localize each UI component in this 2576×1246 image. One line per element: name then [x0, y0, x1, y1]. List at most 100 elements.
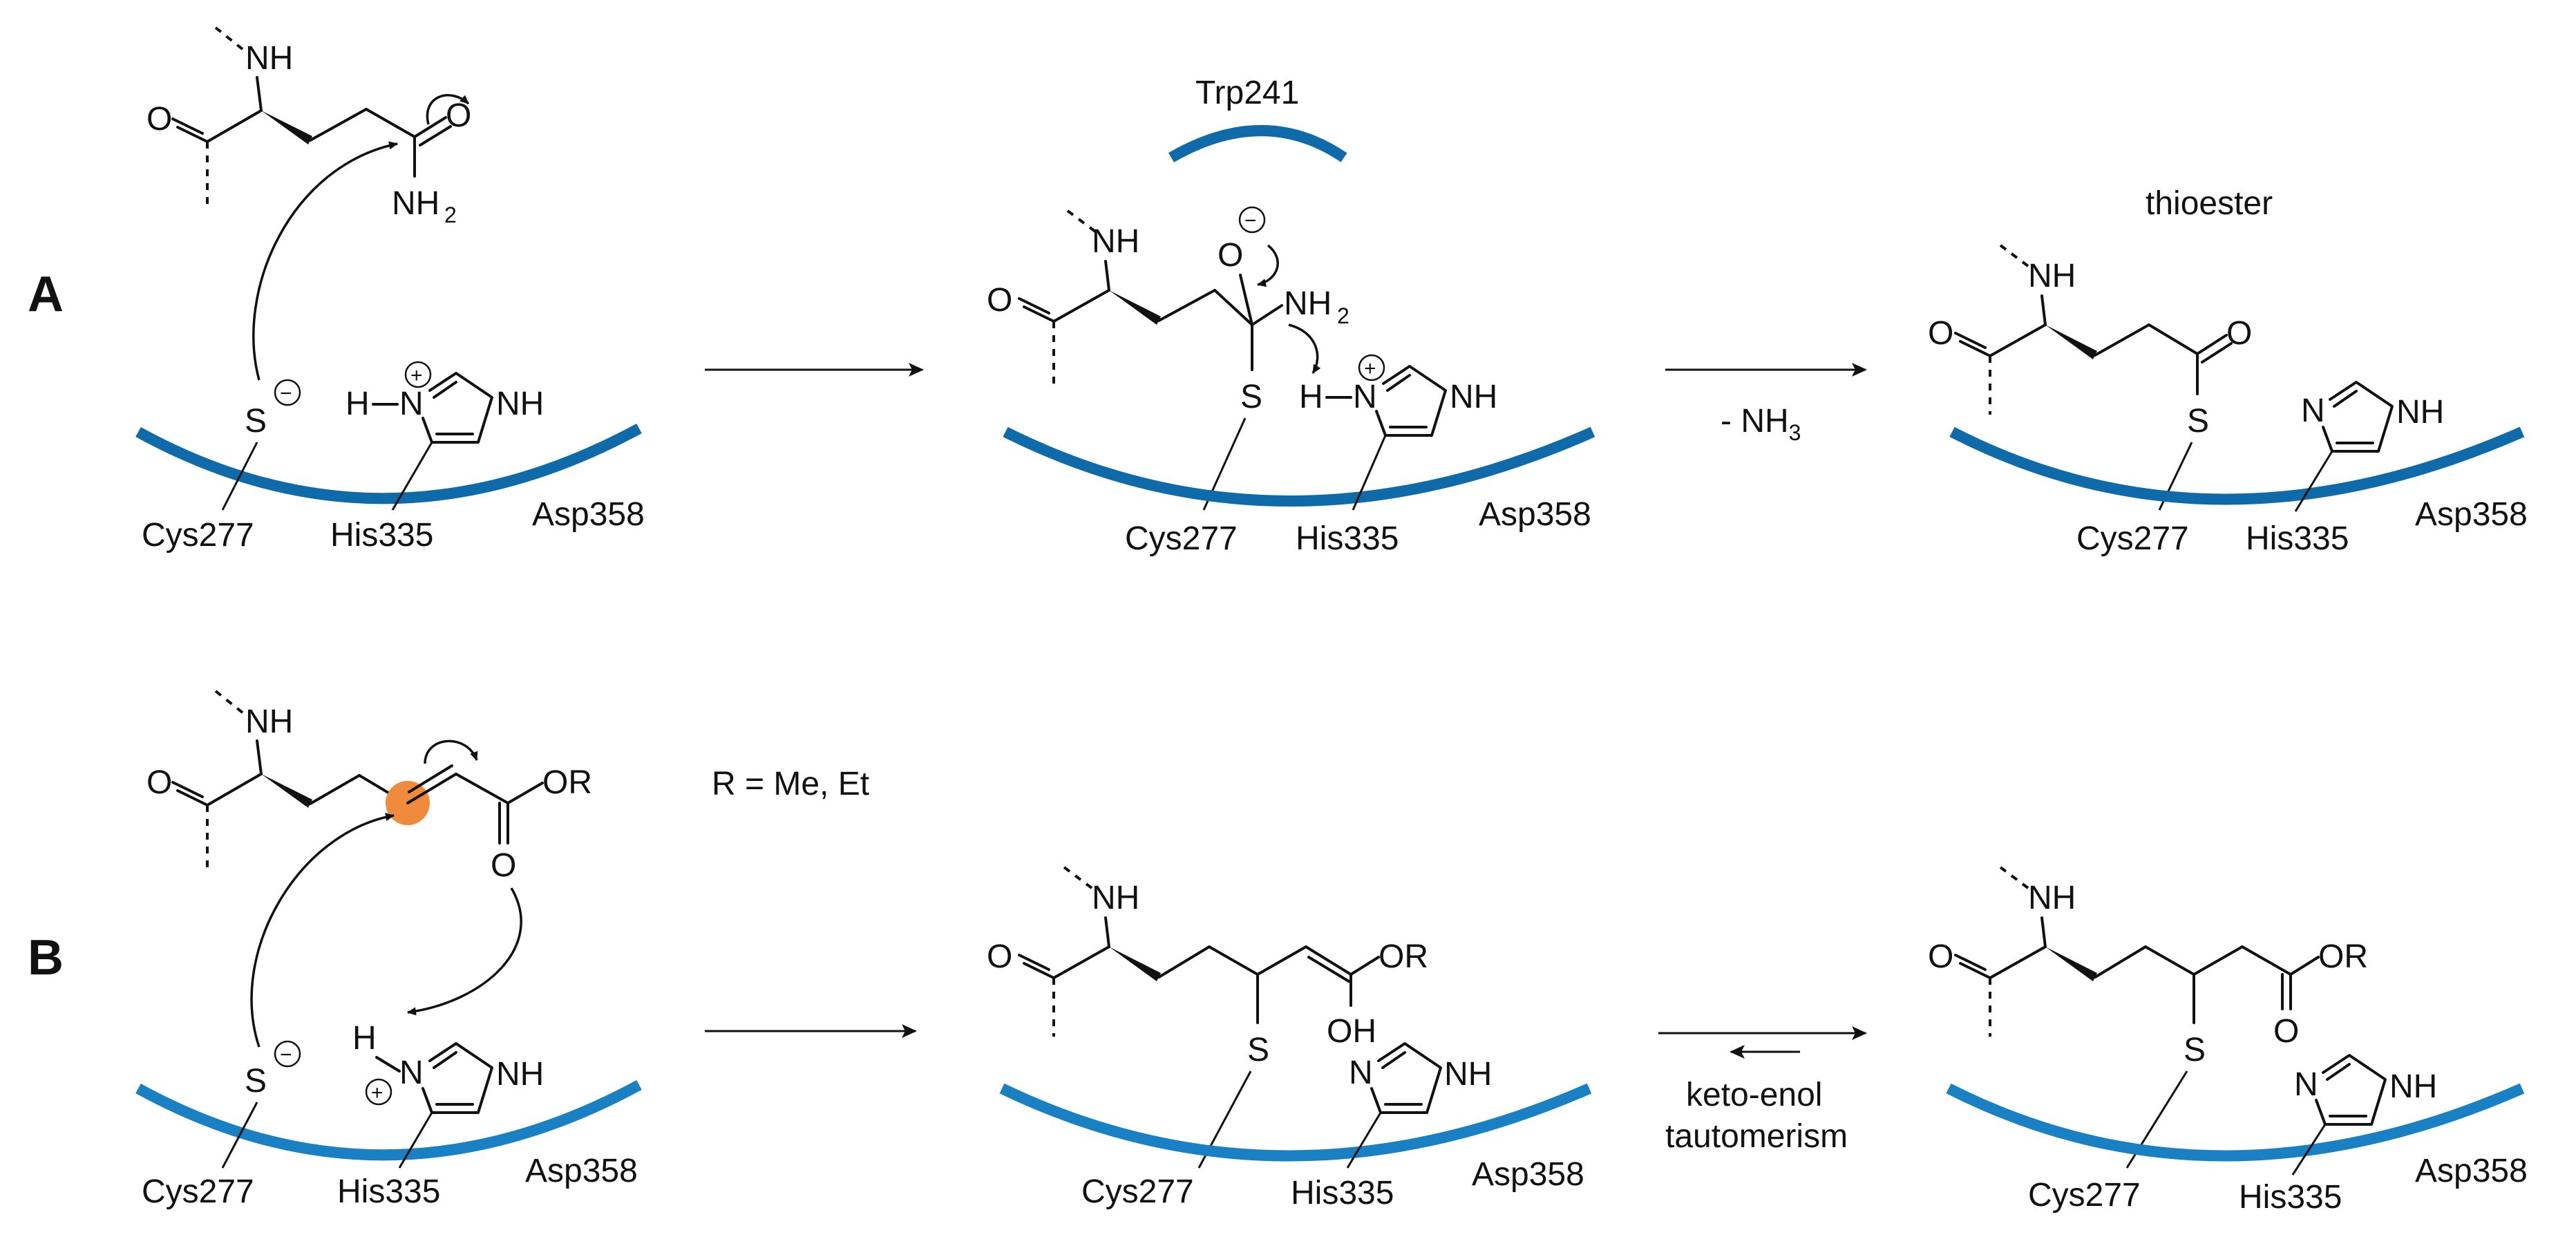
- residue-cys277-b3: Cys277: [2028, 1177, 2141, 1214]
- svg-text:S: S: [1240, 379, 1262, 415]
- protein-arc-b2: [999, 1083, 1592, 1162]
- svg-text:NH: NH: [496, 1056, 544, 1093]
- residue-his335: His335: [330, 517, 433, 554]
- svg-text:O: O: [146, 764, 172, 801]
- residue-asp358-a2: Asp358: [1479, 496, 1591, 533]
- svg-text:2: 2: [444, 202, 457, 227]
- protein-arc-a2: [1003, 426, 1595, 507]
- panel-a-substrate-glutamine: NH O O NH 2: [146, 26, 471, 227]
- svg-text:+: +: [410, 364, 423, 387]
- residue-his335-a2: His335: [1296, 520, 1399, 557]
- svg-text:N: N: [1349, 1055, 1373, 1091]
- residue-his335-b2: His335: [1291, 1175, 1394, 1211]
- thiolate-s: S: [245, 403, 267, 440]
- svg-text:H: H: [352, 1020, 377, 1057]
- svg-text:S: S: [2184, 1032, 2206, 1068]
- panel-a-tetrahedral-intermediate: NH O O − NH 2 S: [987, 206, 1349, 511]
- panel-a-thioester: NH O O S: [1928, 244, 2252, 511]
- protein-arc-a3: [1949, 426, 2525, 505]
- tautomerism-label-2: tautomerism: [1665, 1118, 1848, 1155]
- residue-cys277-b1: Cys277: [142, 1173, 254, 1210]
- panel-label-a: A: [28, 267, 64, 322]
- svg-text:O: O: [987, 938, 1012, 975]
- protein-arc-b3: [1946, 1083, 2525, 1162]
- svg-text:O: O: [1928, 938, 1953, 975]
- svg-text:−: −: [280, 1044, 292, 1066]
- svg-text:2: 2: [1337, 303, 1349, 328]
- residue-asp358-b1: Asp358: [525, 1153, 638, 1189]
- svg-text:S: S: [1247, 1032, 1269, 1068]
- svg-text:S: S: [2187, 403, 2209, 440]
- svg-text:H: H: [345, 386, 370, 422]
- panel-a2-his-imidazolium: H N + NH: [1299, 354, 1497, 511]
- svg-text:+: +: [371, 1082, 383, 1104]
- residue-cys277-a2: Cys277: [1125, 520, 1238, 557]
- residue-asp358-b2: Asp358: [1472, 1156, 1584, 1193]
- thiolate-s-b1: S: [245, 1063, 267, 1099]
- svg-text:NH: NH: [496, 386, 544, 422]
- svg-text:NH: NH: [1284, 285, 1332, 322]
- svg-text:NH: NH: [1450, 379, 1497, 415]
- panel-b2-his-imidazole: N NH: [1346, 1042, 1492, 1169]
- tautomerism-label-1: keto-enol: [1686, 1077, 1822, 1113]
- panel-b-enol-adduct: NH O OR OH S: [987, 866, 1428, 1169]
- residue-cys277-a3: Cys277: [2076, 520, 2189, 557]
- svg-text:N: N: [2301, 393, 2325, 429]
- svg-text:NH: NH: [2396, 394, 2444, 431]
- svg-text:N: N: [399, 386, 424, 422]
- svg-text:NH: NH: [2028, 258, 2076, 294]
- svg-text:+: +: [1364, 357, 1376, 380]
- residue-his335-b3: His335: [2239, 1179, 2342, 1216]
- svg-text:NH: NH: [245, 704, 293, 740]
- svg-text:NH: NH: [1092, 880, 1139, 916]
- svg-text:NH: NH: [245, 40, 293, 77]
- minus-nh3-label: - NH3: [1721, 403, 1801, 445]
- svg-text:O: O: [1218, 237, 1243, 274]
- svg-text:NH: NH: [2028, 880, 2076, 916]
- protein-arc-b1: [135, 1079, 642, 1161]
- svg-text:O: O: [2226, 315, 2252, 352]
- svg-text:N: N: [399, 1055, 424, 1091]
- svg-text:O: O: [1928, 315, 1953, 352]
- residue-trp241: Trp241: [1195, 75, 1299, 111]
- trp241-arc: [1168, 125, 1347, 162]
- residue-cys277-b2: Cys277: [1081, 1173, 1194, 1210]
- svg-text:NH: NH: [392, 185, 439, 222]
- svg-text:OR: OR: [542, 764, 592, 801]
- svg-text:N: N: [1353, 379, 1377, 415]
- residue-asp358-a3: Asp358: [2415, 496, 2528, 533]
- residue-his335-b1: His335: [337, 1173, 440, 1210]
- svg-text:OH: OH: [1327, 1013, 1376, 1050]
- panel-b-ester-adduct: NH O OR O S: [1928, 866, 2368, 1169]
- protein-arc-a1: [135, 423, 642, 504]
- r-definition: R = Me, Et: [712, 766, 869, 802]
- svg-text:O: O: [146, 101, 172, 138]
- svg-text:N: N: [2294, 1066, 2318, 1103]
- panel-a-his-imidazolium: H N + NH: [345, 361, 544, 511]
- panel-a-attack-arrow: [252, 141, 398, 381]
- panel-b-attack-arrow: [250, 813, 395, 1048]
- svg-text:NH: NH: [2389, 1068, 2437, 1105]
- svg-text:OR: OR: [1379, 938, 1428, 975]
- svg-text:H: H: [1299, 379, 1323, 415]
- panel-label-b: B: [28, 930, 64, 985]
- svg-text:−: −: [1244, 209, 1257, 232]
- svg-text:O: O: [987, 282, 1012, 319]
- svg-text:O: O: [491, 847, 516, 884]
- svg-text:O: O: [2273, 1013, 2299, 1050]
- svg-text:OR: OR: [2318, 938, 2368, 975]
- svg-text:−: −: [280, 382, 292, 405]
- panel-b3-his-imidazole: N NH: [2291, 1054, 2437, 1176]
- residue-asp358: Asp358: [532, 496, 645, 533]
- residue-his335-a3: His335: [2246, 520, 2349, 557]
- residue-asp358-b3: Asp358: [2415, 1153, 2528, 1189]
- svg-text:NH: NH: [1092, 223, 1139, 260]
- panel-b1-his-imidazolium: H N + NH: [352, 1020, 544, 1169]
- panel-b-substrate-michael-acceptor: NH O OR O: [146, 690, 592, 1016]
- equilibrium-arrows: [1658, 1026, 1867, 1059]
- panel-a3-his-imidazole: N NH: [2294, 381, 2444, 512]
- thioester-label: thioester: [2146, 185, 2273, 222]
- residue-cys277: Cys277: [142, 517, 254, 554]
